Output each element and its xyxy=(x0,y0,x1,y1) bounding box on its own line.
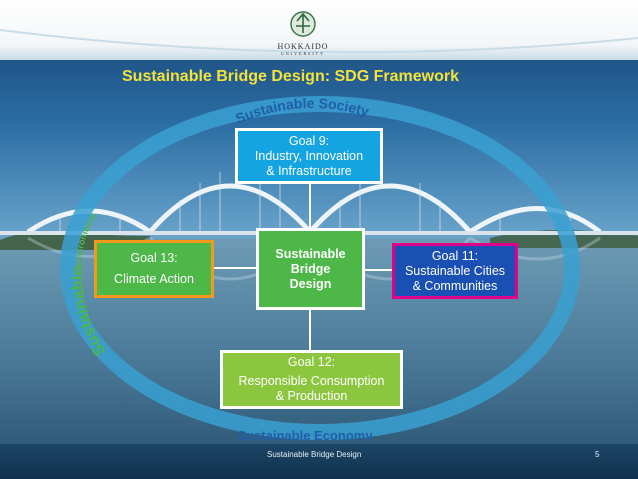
goal-9-line: Goal 9: xyxy=(288,133,330,148)
goal-11-line: & Communities xyxy=(412,278,498,293)
goal-9-line: Industry, Innovation xyxy=(254,148,364,163)
goal-13-box: Goal 13: Climate Action xyxy=(94,240,214,298)
goal-9-line: & Infrastructure xyxy=(266,163,352,178)
slide-title: Sustainable Bridge Design: SDG Framework xyxy=(122,68,459,85)
center-line: Sustainable xyxy=(275,246,346,261)
center-box: Sustainable Bridge Design xyxy=(256,228,365,310)
goal-12-line: & Production xyxy=(275,389,348,403)
goal-11-line: Sustainable Cities xyxy=(404,263,506,278)
university-emblem-icon xyxy=(290,11,316,37)
goal-13-line: Climate Action xyxy=(114,272,194,286)
goal-9-box: Goal 9: Industry, Innovation & Infrastru… xyxy=(235,128,383,184)
goal-11-line: Goal 11: xyxy=(431,248,479,263)
center-line: Bridge xyxy=(290,261,331,276)
goal-12-line: Goal 12: xyxy=(287,355,336,369)
footer-text: Sustainable Bridge Design xyxy=(267,450,362,459)
center-line: Design xyxy=(289,276,332,291)
ring-label-economy: Sustainable Economy xyxy=(237,428,373,443)
goal-11-box: Goal 11: Sustainable Cities & Communitie… xyxy=(392,243,518,299)
goal-12-line: Responsible Consumption xyxy=(238,374,385,388)
page-number: 5 xyxy=(595,450,600,459)
university-name: HOKKAIDO xyxy=(277,42,329,51)
goal-12-box: Goal 12: Responsible Consumption & Produ… xyxy=(220,350,403,409)
svg-text:Sustainable Society: Sustainable Society xyxy=(233,95,371,127)
ring-label-society: Sustainable Society xyxy=(233,95,371,127)
university-subtitle: UNIVERSITY xyxy=(281,51,325,56)
goal-13-line: Goal 13: xyxy=(130,251,178,265)
